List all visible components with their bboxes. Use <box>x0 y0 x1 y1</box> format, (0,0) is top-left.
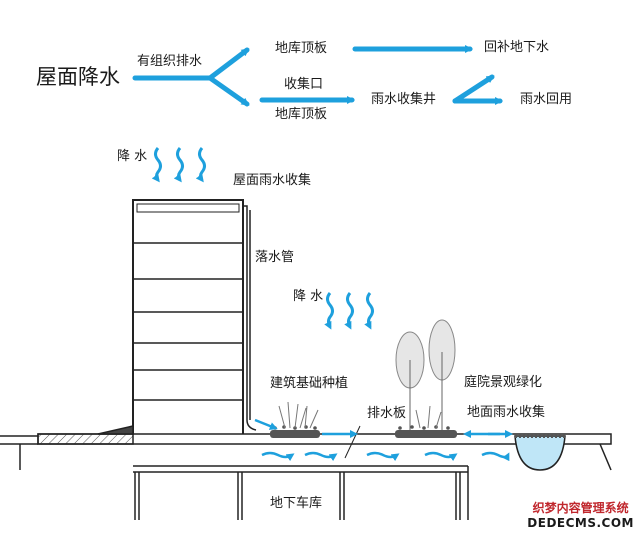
flow-rain-collection-well: 雨水收集井 <box>371 92 437 107</box>
label-rain-top: 降 水 <box>117 149 148 164</box>
flow-arrow-well-recharge <box>452 74 495 104</box>
watermark-line1: 织梦内容管理系统 <box>532 501 629 515</box>
slab-flow-arrows <box>254 418 513 462</box>
building <box>132 199 244 437</box>
flow-garage-roof-top: 地库顶板 <box>275 41 328 56</box>
label-ground-rain-collection: 地面雨水收集 <box>467 405 546 420</box>
label-courtyard-greening: 庭院景观绿化 <box>464 375 543 390</box>
watermark-line2: DEDECMS.COM <box>527 516 634 530</box>
label-drainage-board: 排水板 <box>367 406 407 421</box>
watermark: 织梦内容管理系统 DEDECMS.COM <box>527 499 634 530</box>
label-downpipe: 落水管 <box>255 250 295 265</box>
flow-rainwater-reuse: 雨水回用 <box>520 92 573 107</box>
downpipe <box>243 205 257 431</box>
label-roof-rain-collection: 屋面雨水收集 <box>233 173 312 188</box>
flow-collection-inlet: 收集口 <box>284 77 324 92</box>
flow-organized-drainage: 有组织排水 <box>137 54 203 69</box>
right-ground <box>19 443 612 471</box>
flow-garage-roof-bottom: 地库顶板 <box>275 107 328 122</box>
collection-basin <box>514 434 566 471</box>
garage <box>133 465 469 520</box>
flow-recharge-groundwater: 回补地下水 <box>484 40 550 55</box>
shrubs <box>278 401 442 429</box>
label-foundation-planting: 建筑基础种植 <box>270 376 349 391</box>
flow-arrow-fork-up <box>207 47 250 81</box>
flow-roof-drainage: 屋面降水 <box>36 65 120 89</box>
label-rain-middle: 降 水 <box>293 289 324 304</box>
flow-arrows <box>132 45 503 107</box>
flow-arrow-fork-down <box>207 75 250 107</box>
trees <box>395 319 456 430</box>
label-underground-garage: 地下车库 <box>270 496 323 511</box>
rain-arrows-top <box>151 147 206 183</box>
rain-arrows-middle <box>324 292 374 330</box>
